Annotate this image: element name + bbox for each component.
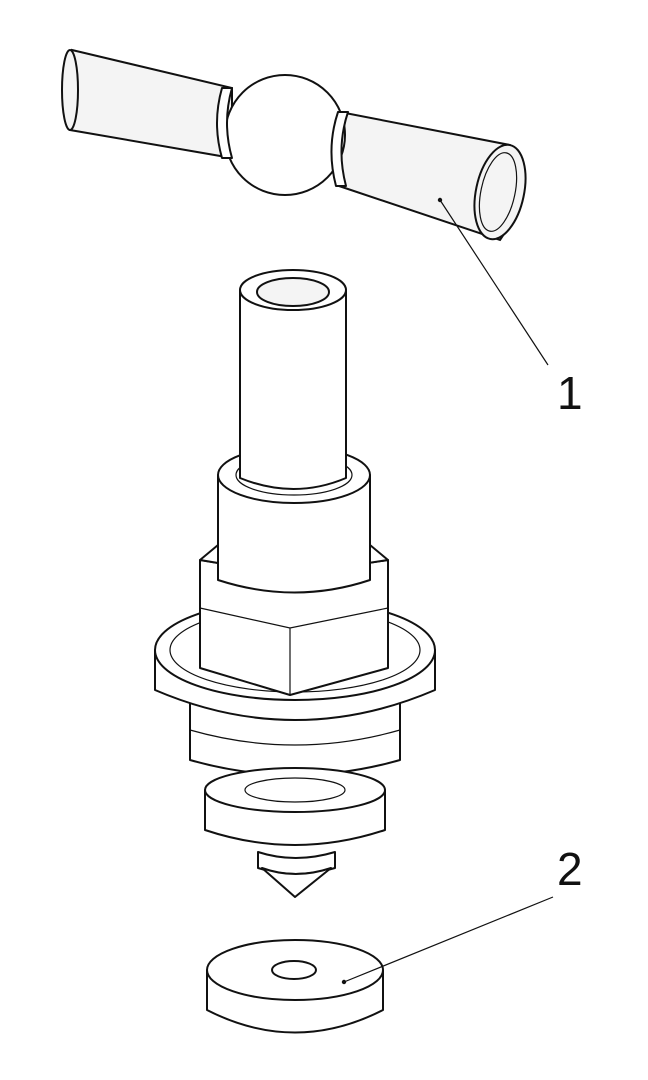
leader-line-1 xyxy=(437,197,549,366)
cartridge-part xyxy=(154,269,436,898)
callout-label-2: 2 xyxy=(557,843,583,895)
leader-line-2 xyxy=(341,896,554,985)
washer-part xyxy=(206,939,384,1034)
callout-label-1: 1 xyxy=(557,367,583,419)
handle-part xyxy=(61,48,527,242)
